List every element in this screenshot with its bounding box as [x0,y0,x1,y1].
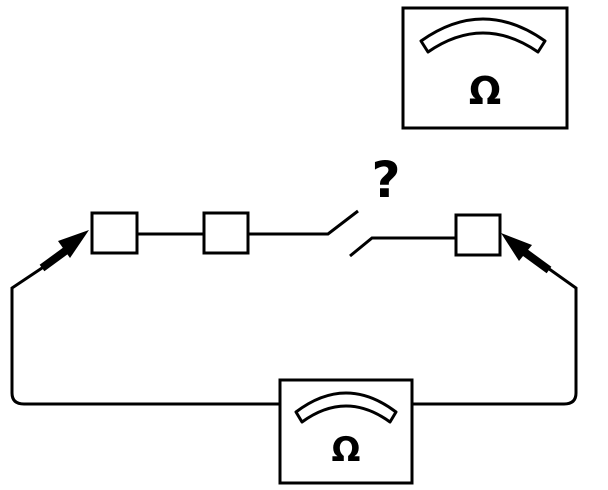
probe-arrow-right-icon [501,233,552,274]
terminal-left [90,211,139,255]
ohmmeter-top-symbol: Ω [469,69,501,113]
wire-switch-right [349,236,456,258]
ohmmeter-bottom-case [278,378,414,485]
ohmmeter-bottom-scale-icon [294,391,398,424]
ohmmeter-top: Ω [401,6,569,130]
wire-middle-switch [248,209,359,236]
probe-lead-left [10,260,280,406]
circuit-wires [10,209,578,406]
ohmmeter-bottom-symbol: Ω [332,430,361,470]
probe-arrow-left-icon [39,230,89,272]
probe-lead-right [412,264,578,406]
ohmmeter-bottom: Ω [278,378,414,485]
ohmmeter-top-scale-icon [419,17,547,54]
switch-question-mark: ? [371,151,400,209]
terminal-middle [202,211,250,255]
terminal-right [454,213,502,257]
